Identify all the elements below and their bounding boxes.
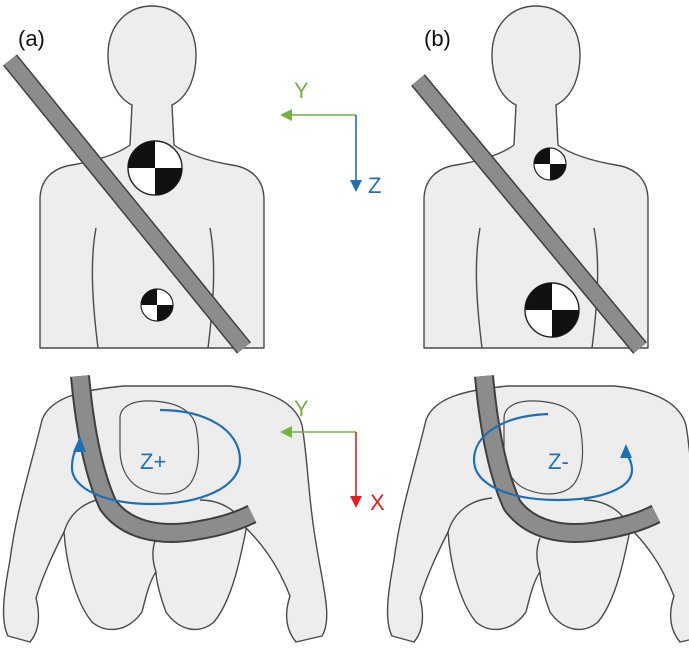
rotation-label-b: Z-	[548, 449, 569, 474]
panel-a-front: (a)	[10, 6, 264, 348]
axis-label-y-front: Y	[294, 78, 309, 103]
target-marker-icon	[128, 141, 182, 195]
torso-top-silhouette	[4, 386, 327, 642]
target-marker-icon	[525, 283, 579, 337]
target-marker-icon	[534, 148, 566, 180]
panel-a-top: Z+	[4, 376, 327, 642]
axis-label-y-top: Y	[294, 396, 309, 421]
rotation-label-a: Z+	[140, 449, 166, 474]
panel-label-a: (a)	[18, 26, 45, 51]
panel-b-front: (b)	[418, 6, 648, 348]
axis-label-z-front: Z	[368, 173, 381, 198]
panel-b-top: Z-	[388, 376, 689, 642]
target-marker-icon	[141, 289, 173, 321]
axes-front: Y Z	[280, 78, 381, 198]
axis-label-x-top: X	[370, 490, 385, 515]
panel-label-b: (b)	[424, 26, 451, 51]
